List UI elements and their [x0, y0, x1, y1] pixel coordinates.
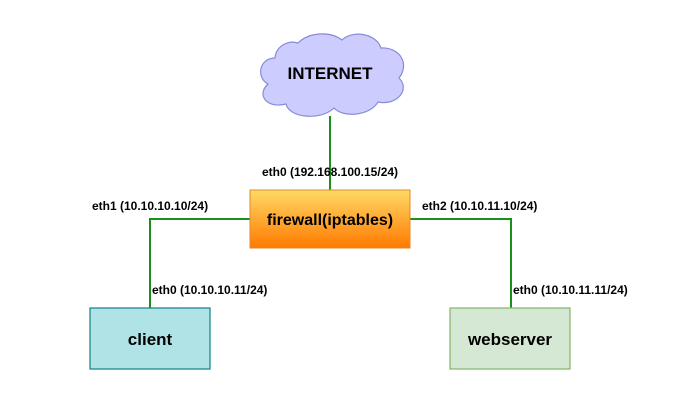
links — [149, 116, 512, 308]
interface-labels: eth0 (192.168.100.15/24) eth1 (10.10.10.… — [92, 165, 628, 297]
client-box — [89, 307, 211, 370]
cloud-shape — [260, 33, 405, 117]
link-firewall-client — [149, 218, 250, 308]
firewall-box — [249, 189, 411, 249]
firewall-eth1-label: eth1 (10.10.10.10/24) — [92, 199, 208, 213]
client-node: client — [89, 307, 211, 370]
firewall-label: firewall(iptables) — [267, 212, 393, 229]
webserver-box — [449, 307, 571, 370]
client-label: client — [128, 330, 173, 349]
link-firewall-webserver — [410, 218, 512, 308]
firewall-node: firewall(iptables) — [249, 189, 411, 249]
webserver-eth0-label: eth0 (10.10.11.11/24) — [513, 283, 628, 297]
firewall-eth2-label: eth2 (10.10.11.10/24) — [422, 199, 537, 213]
internet-cloud: INTERNET — [260, 33, 405, 117]
firewall-eth0-label: eth0 (192.168.100.15/24) — [262, 165, 398, 179]
webserver-label: webserver — [467, 330, 552, 349]
webserver-node: webserver — [449, 307, 571, 370]
client-eth0-label: eth0 (10.10.10.11/24) — [152, 283, 267, 297]
internet-label: INTERNET — [288, 64, 374, 83]
